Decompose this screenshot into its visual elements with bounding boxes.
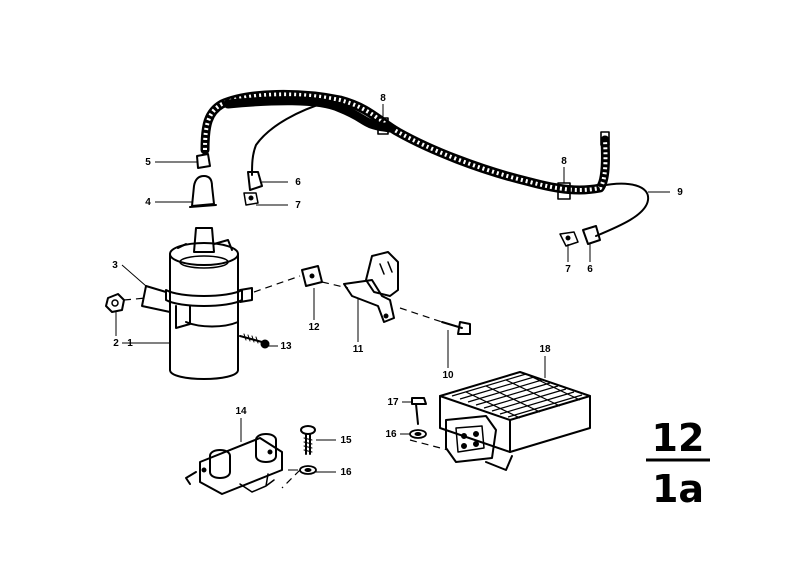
page-reference: 12 1a <box>646 416 710 511</box>
alignment-line <box>409 439 449 451</box>
alignment-line <box>123 297 147 301</box>
callout-9: 9 <box>677 187 683 198</box>
callout-17: 17 <box>387 397 399 408</box>
control-unit-screw <box>409 397 449 451</box>
callout-4: 4 <box>145 197 151 208</box>
page-sub-number: 1a <box>652 467 704 511</box>
resistor-screw <box>281 425 317 489</box>
callout-8-right: 8 <box>561 156 567 167</box>
mounting-bracket <box>343 251 399 323</box>
alignment-line <box>399 307 443 323</box>
callout-16-lower: 16 <box>340 467 352 478</box>
callout-3: 3 <box>112 260 118 271</box>
callout-16-upper: 16 <box>385 429 397 440</box>
spark-plug-connector-right <box>559 225 601 247</box>
series-resistor <box>185 433 283 495</box>
coil-lead-connector <box>189 153 217 208</box>
alignment-line <box>281 469 301 489</box>
callout-6-lower: 6 <box>587 264 593 275</box>
callout-1: 1 <box>127 338 133 349</box>
alignment-line <box>321 281 349 289</box>
screw <box>239 333 270 349</box>
callout-7-upper: 7 <box>295 200 301 211</box>
callout-5: 5 <box>145 157 151 168</box>
callout-6-upper: 6 <box>295 177 301 188</box>
callout-18: 18 <box>539 344 551 355</box>
callout-2: 2 <box>113 338 119 349</box>
callout-11: 11 <box>353 344 364 355</box>
ignition-cable-harness <box>200 89 650 237</box>
bolt <box>441 321 471 335</box>
callout-14: 14 <box>235 406 247 417</box>
ignition-coil <box>141 227 253 380</box>
alignment-line <box>253 275 301 293</box>
page-group-number: 12 <box>652 416 705 460</box>
callout-13: 13 <box>280 341 292 352</box>
callout-8-left: 8 <box>380 93 386 104</box>
callout-12: 12 <box>308 322 320 333</box>
control-unit <box>439 371 591 471</box>
callout-10: 10 <box>442 370 454 381</box>
callout-7-lower: 7 <box>565 264 571 275</box>
nut <box>105 293 125 313</box>
bracket <box>301 265 323 287</box>
callout-15: 15 <box>340 435 352 446</box>
leader-lines <box>115 104 670 473</box>
spark-plug-connector-left <box>243 171 263 206</box>
